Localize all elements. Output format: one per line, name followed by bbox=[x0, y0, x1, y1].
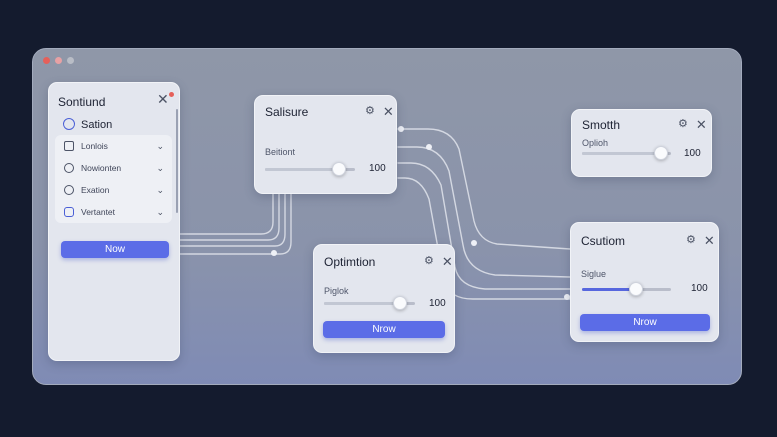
slider-value: 100 bbox=[429, 298, 446, 309]
window-close-dot[interactable] bbox=[43, 57, 50, 64]
wire-1 bbox=[179, 193, 274, 235]
wire-node[interactable] bbox=[398, 126, 404, 132]
sidebar-section-title: Sation bbox=[81, 119, 113, 131]
panel-title: Optimtion bbox=[324, 255, 376, 269]
sidebar-title: Sontiund bbox=[58, 95, 106, 109]
chevron-down-icon[interactable]: ⌄ bbox=[156, 140, 164, 151]
panel-title: Smotth bbox=[582, 118, 621, 132]
chevron-down-icon[interactable]: ⌄ bbox=[156, 206, 164, 217]
settings-icon bbox=[64, 185, 74, 195]
sidebar-panel: Sontiund ✕ Sation Lonlois ⌄ Nowionten ⌄ … bbox=[48, 82, 180, 361]
slider-label: Siglue bbox=[581, 269, 607, 279]
slider-fill bbox=[582, 152, 662, 155]
chevron-down-icon[interactable]: ⌄ bbox=[156, 184, 164, 195]
sidebar-scrollbar[interactable] bbox=[176, 109, 178, 213]
wire-node[interactable] bbox=[471, 240, 477, 246]
close-icon[interactable]: ✕ bbox=[157, 91, 169, 107]
csutiom-panel: Csutiom ⚙ ✕ Siglue 100 Nrow bbox=[570, 222, 719, 342]
sidebar-item-label: Lonlois bbox=[81, 141, 108, 151]
nrow-button[interactable]: Nrow bbox=[580, 314, 710, 331]
slider-knob[interactable] bbox=[654, 146, 669, 160]
slider-value: 100 bbox=[691, 283, 708, 294]
clock-icon bbox=[64, 163, 74, 173]
close-icon[interactable]: ✕ bbox=[695, 117, 707, 132]
wire-3 bbox=[179, 193, 286, 247]
salisure-slider-track[interactable] bbox=[265, 168, 355, 171]
sidebar-list: Lonlois ⌄ Nowionten ⌄ Exation ⌄ Vertante… bbox=[55, 135, 172, 223]
window-maximize-dot[interactable] bbox=[67, 57, 74, 64]
slider-value: 100 bbox=[369, 163, 386, 174]
gear-icon[interactable]: ⚙ bbox=[365, 105, 375, 117]
app-window: Sontiund ✕ Sation Lonlois ⌄ Nowionten ⌄ … bbox=[32, 48, 742, 385]
wire-node[interactable] bbox=[271, 250, 277, 256]
wire-node[interactable] bbox=[564, 294, 570, 300]
optimtion-slider-track[interactable] bbox=[324, 302, 415, 305]
chevron-down-icon[interactable]: ⌄ bbox=[156, 162, 164, 173]
sidebar-item-exation[interactable]: Exation ⌄ bbox=[55, 179, 172, 201]
sidebar-item-label: Nowionten bbox=[81, 163, 122, 173]
close-icon[interactable]: ✕ bbox=[382, 104, 394, 119]
optimtion-panel: Optimtion ⚙ ✕ Piglok 100 Nrow bbox=[313, 244, 455, 353]
gear-icon[interactable]: ⚙ bbox=[678, 118, 688, 130]
wire-4 bbox=[179, 193, 292, 255]
document-icon bbox=[64, 141, 74, 151]
slider-fill bbox=[265, 168, 339, 171]
smotth-panel: Smotth ⚙ ✕ Oplioh 100 bbox=[571, 109, 712, 177]
panel-title: Csutiom bbox=[581, 234, 626, 248]
nrow-button[interactable]: Nrow bbox=[323, 321, 445, 338]
slider-fill bbox=[324, 302, 401, 305]
gear-icon bbox=[63, 118, 75, 130]
slider-knob[interactable] bbox=[331, 162, 346, 176]
smotth-slider-track[interactable] bbox=[582, 152, 671, 155]
notification-badge bbox=[169, 92, 174, 97]
slider-label: Oplioh bbox=[582, 138, 609, 148]
now-button[interactable]: Now bbox=[61, 241, 169, 258]
shield-icon bbox=[64, 207, 74, 217]
slider-label: Beitiont bbox=[265, 147, 296, 157]
close-icon[interactable]: ✕ bbox=[441, 254, 453, 269]
salisure-panel: Salisure ⚙ ✕ Beitiont 100 bbox=[254, 95, 397, 194]
wire-8 bbox=[397, 177, 571, 300]
wire-5 bbox=[397, 128, 571, 250]
sidebar-item-label: Vertantet bbox=[81, 207, 116, 217]
gear-icon[interactable]: ⚙ bbox=[424, 255, 434, 267]
window-controls bbox=[43, 57, 74, 64]
gear-icon[interactable]: ⚙ bbox=[686, 234, 696, 246]
slider-fill bbox=[582, 288, 637, 291]
sidebar-item-label: Exation bbox=[81, 185, 110, 195]
sidebar-item-vertantet[interactable]: Vertantet ⌄ bbox=[55, 201, 172, 223]
slider-knob[interactable] bbox=[629, 282, 644, 296]
sidebar-item-lonlois[interactable]: Lonlois ⌄ bbox=[55, 135, 172, 157]
close-icon[interactable]: ✕ bbox=[703, 233, 715, 248]
panel-title: Salisure bbox=[265, 105, 309, 119]
wire-node[interactable] bbox=[426, 144, 432, 150]
slider-label: Piglok bbox=[324, 286, 349, 296]
csutiom-slider-track[interactable] bbox=[582, 288, 671, 291]
slider-value: 100 bbox=[684, 148, 701, 159]
window-minimize-dot[interactable] bbox=[55, 57, 62, 64]
slider-knob[interactable] bbox=[393, 296, 408, 310]
wire-7 bbox=[397, 162, 571, 290]
sidebar-item-nowionten[interactable]: Nowionten ⌄ bbox=[55, 157, 172, 179]
wire-2 bbox=[179, 193, 280, 241]
